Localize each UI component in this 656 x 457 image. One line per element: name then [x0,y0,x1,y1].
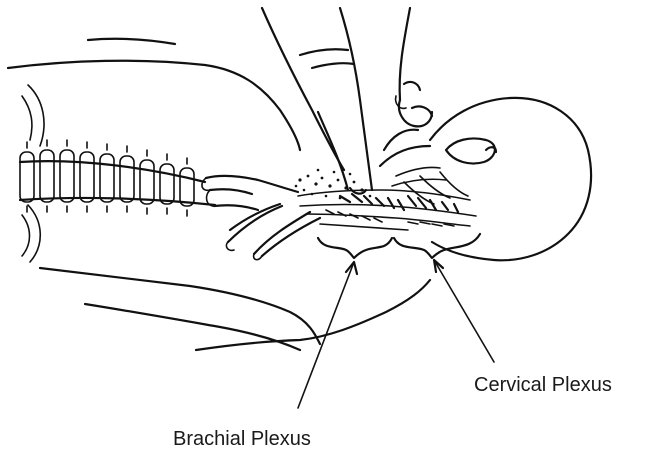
nerve-plexus-stipple [295,167,476,230]
cervical-plexus-label: Cervical Plexus [474,374,612,397]
spine [20,140,215,216]
upper-hand [380,8,432,166]
head [430,98,591,260]
plexus-braces [318,234,480,258]
left-hand [202,176,320,260]
brachial-plexus-label: Brachial Plexus [173,428,311,451]
right-arm-and-hand [262,8,372,194]
torso-outline [8,39,430,350]
